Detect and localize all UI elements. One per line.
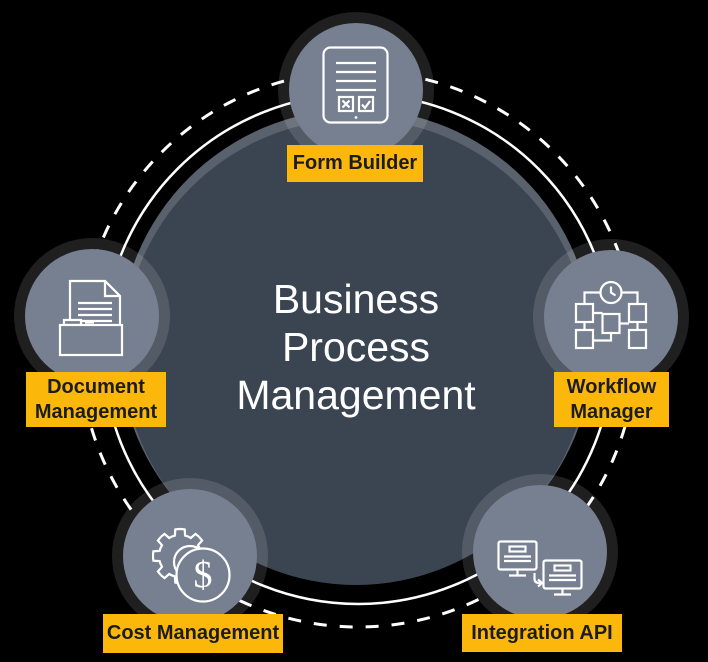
node-integration-api	[473, 485, 607, 619]
node-workflow-manager	[544, 250, 678, 384]
node-label-cost-management: Cost Management	[103, 614, 283, 653]
workflow-flowchart-icon	[574, 280, 648, 350]
node-label-integration-api: Integration API	[462, 614, 622, 652]
node-cost-management: $	[123, 489, 257, 623]
node-label-form-builder: Form Builder	[287, 145, 423, 182]
gear-dollar-icon: $	[152, 527, 231, 603]
node-document-management	[25, 249, 159, 383]
document-folder-icon	[58, 279, 124, 357]
node-label-workflow-manager: Workflow Manager	[554, 372, 669, 427]
form-checklist-icon	[322, 46, 389, 124]
connected-monitors-icon	[497, 540, 583, 596]
node-form-builder	[289, 23, 423, 157]
node-label-document-management: Document Management	[26, 372, 166, 427]
center-title: Business Process Management	[236, 276, 476, 418]
dollar-sign: $	[194, 554, 213, 596]
